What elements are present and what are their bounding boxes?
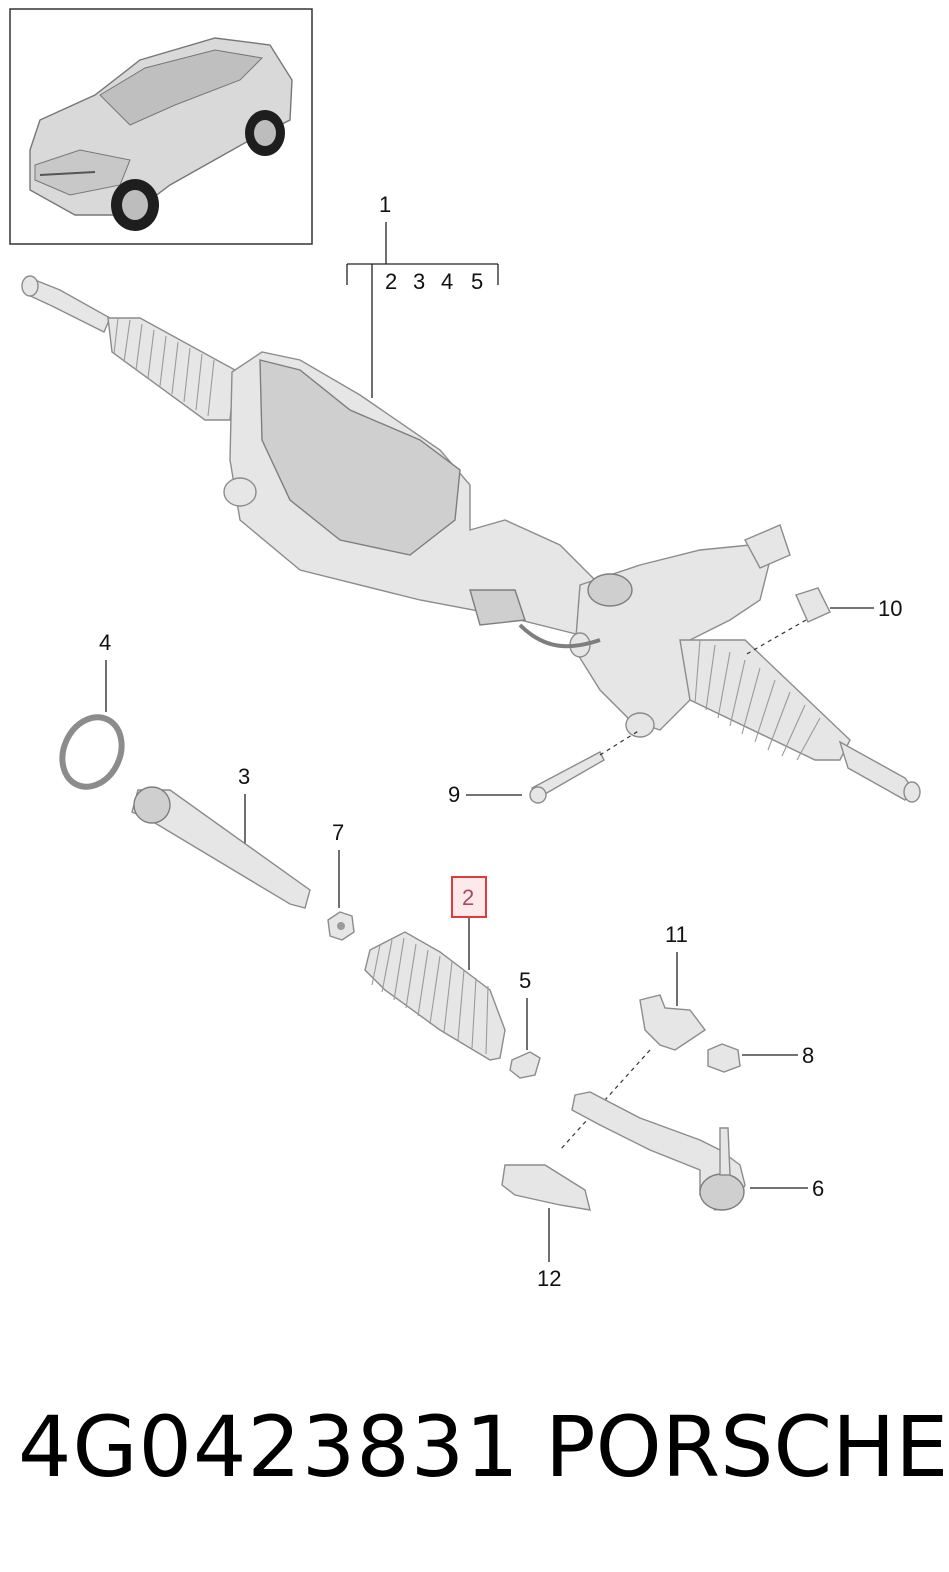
part-9-group: 9 bbox=[448, 729, 641, 807]
callout-8-label: 8 bbox=[802, 1043, 814, 1068]
callout-12-label: 12 bbox=[537, 1266, 561, 1291]
callout-9-label: 9 bbox=[448, 782, 460, 807]
callout-2-highlight-box[interactable] bbox=[451, 876, 487, 918]
callout-1-group: 1 2 3 4 5 bbox=[346, 192, 499, 398]
callout-1-label: 1 bbox=[379, 192, 391, 217]
callout-10-label: 10 bbox=[878, 596, 902, 621]
steering-rack-illustration bbox=[21, 275, 921, 803]
callout-5-label: 5 bbox=[519, 968, 531, 993]
callout-1-sub-4: 4 bbox=[441, 269, 453, 294]
callout-11-label: 11 bbox=[665, 922, 688, 947]
callout-6-label: 6 bbox=[812, 1176, 824, 1201]
callout-2-label[interactable]: 2 bbox=[462, 885, 474, 910]
callout-4-label: 4 bbox=[99, 630, 111, 655]
callout-7-label: 7 bbox=[332, 820, 344, 845]
part-4-group: 4 bbox=[59, 630, 125, 790]
footer-part-number: 4G0423831 bbox=[18, 1398, 520, 1496]
car-illustration bbox=[29, 37, 293, 231]
part-2-group: 2 bbox=[364, 876, 506, 1061]
part-5-group: 5 bbox=[509, 968, 541, 1079]
vehicle-thumbnail bbox=[9, 8, 313, 245]
callout-1-sub-3: 3 bbox=[413, 269, 425, 294]
callout-1-sub-5: 5 bbox=[471, 269, 483, 294]
part-3-group: 3 bbox=[131, 764, 311, 909]
callout-3-label: 3 bbox=[238, 764, 250, 789]
callout-1-sub-2: 2 bbox=[385, 269, 397, 294]
part-12-group: 12 bbox=[501, 1164, 591, 1291]
part-8-group: 8 bbox=[707, 1043, 814, 1073]
footer-brand: PORSCHE bbox=[545, 1398, 949, 1496]
part-7-group: 7 bbox=[327, 820, 355, 941]
part-10-group: 10 bbox=[744, 587, 902, 656]
part-6-group: 6 bbox=[571, 1091, 824, 1211]
